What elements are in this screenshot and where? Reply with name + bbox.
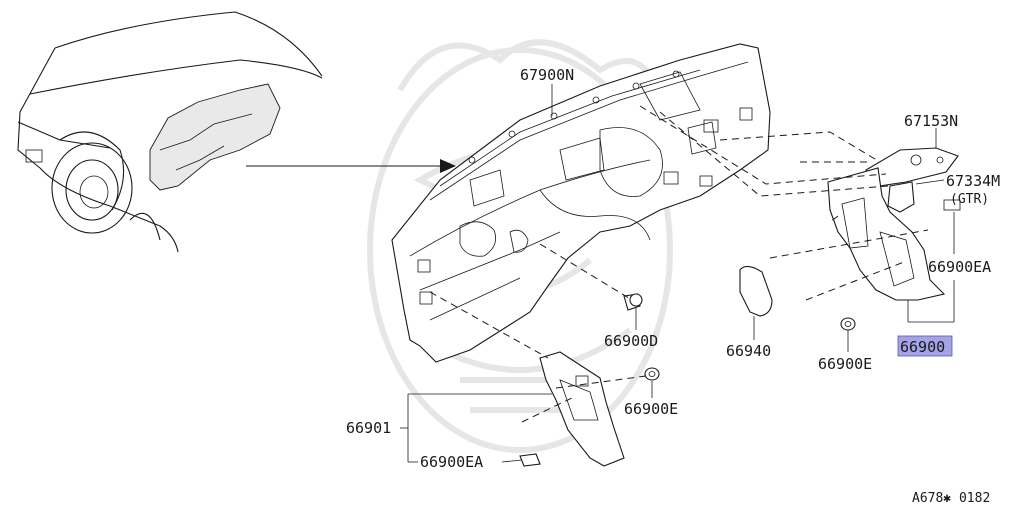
clip-d-drawing bbox=[623, 293, 643, 311]
highlight-box bbox=[897, 335, 953, 357]
grommet-e-left-drawing bbox=[644, 367, 660, 381]
label-grommet-e-right[interactable]: 66900E bbox=[818, 355, 872, 373]
leader-lines bbox=[400, 84, 955, 463]
dash-panel-drawing bbox=[391, 43, 771, 363]
label-clip-ea-right[interactable]: 66900EA bbox=[928, 258, 991, 276]
vehicle-location-view bbox=[17, 11, 323, 253]
label-bracket-gtr[interactable]: 67334M bbox=[946, 172, 1000, 190]
location-arrow bbox=[246, 159, 456, 173]
left-insulator-drawing bbox=[519, 351, 625, 467]
label-pad[interactable]: 66940 bbox=[726, 342, 771, 360]
label-insulator-right[interactable]: 66900 bbox=[900, 338, 945, 356]
label-grommet-e-left[interactable]: 66900E bbox=[624, 400, 678, 418]
label-gtr-note: (GTR) bbox=[950, 192, 989, 207]
label-dash-panel[interactable]: 67900N bbox=[520, 66, 574, 84]
label-insulator-left[interactable]: 66901 bbox=[346, 419, 391, 437]
label-clip-d[interactable]: 66900D bbox=[604, 332, 658, 350]
right-insulator-drawing bbox=[827, 167, 961, 301]
label-bracket[interactable]: 67153N bbox=[904, 112, 958, 130]
alignment-lines bbox=[429, 105, 929, 423]
pad-drawing bbox=[739, 265, 773, 317]
grommet-e-right-drawing bbox=[840, 317, 856, 331]
bracket-drawing bbox=[865, 147, 959, 213]
diagram-id: A678✱ 0182 bbox=[912, 491, 990, 506]
label-clip-ea-left[interactable]: 66900EA bbox=[420, 453, 483, 471]
